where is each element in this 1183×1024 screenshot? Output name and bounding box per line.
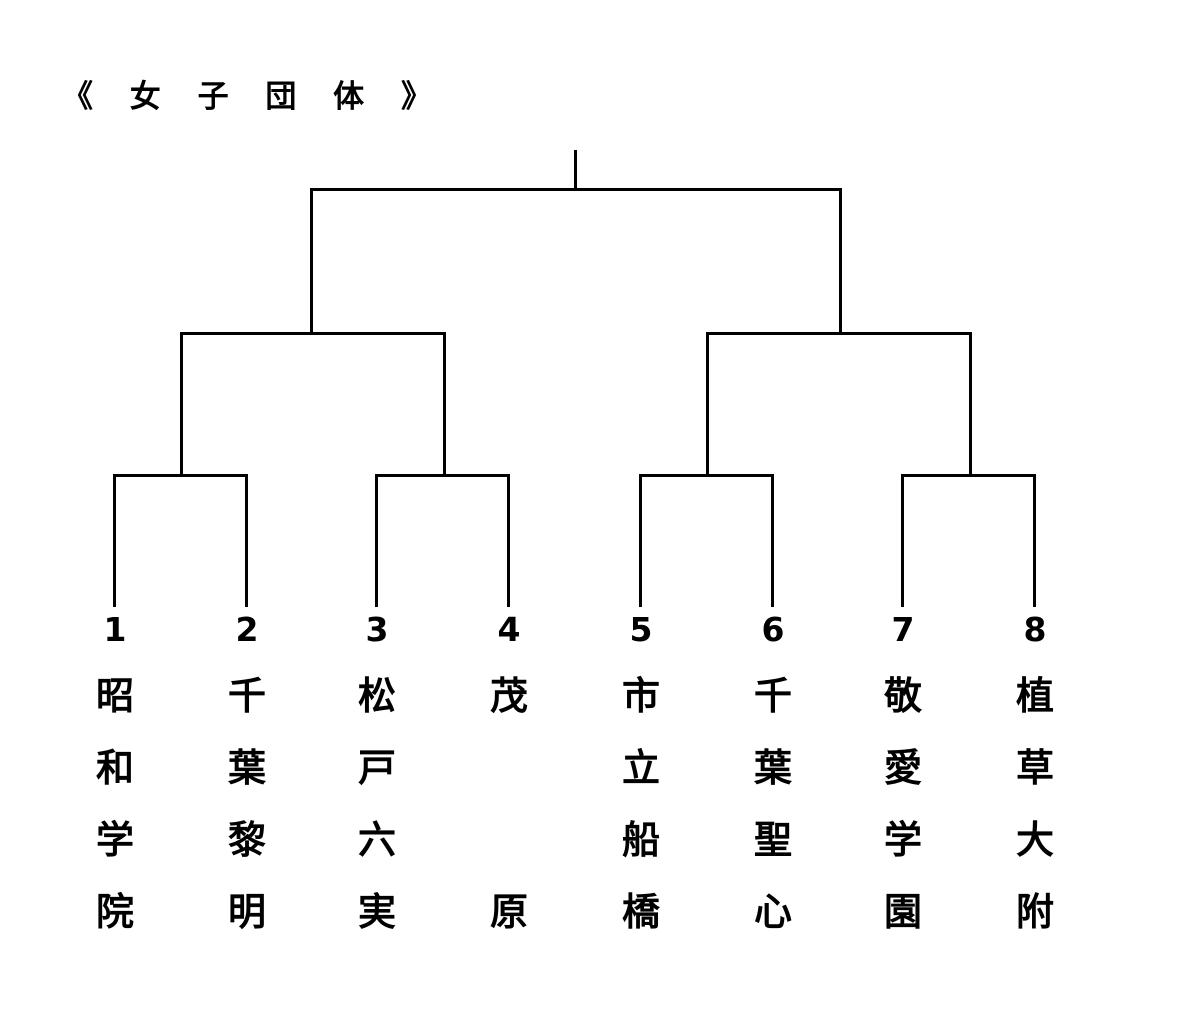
page-title: 《 女 子 団 体 》 [62, 79, 445, 115]
seed-number-2: 2 [235, 610, 259, 649]
final-crossbar [310, 188, 842, 191]
team-name-seed-1: 昭 和 学 院 [85, 660, 145, 948]
team-7-char-2: 愛 [883, 746, 922, 790]
team-8-char-4: 附 [1015, 890, 1054, 934]
semifinal-right-leg-a [706, 332, 709, 477]
team-6-char-3: 聖 [753, 818, 792, 862]
team-4-char-4: 原 [489, 890, 528, 934]
team-2-char-3: 黎 [227, 818, 266, 862]
team-name-seed-2: 千 葉 黎 明 [217, 660, 277, 948]
team-1-char-3: 学 [95, 818, 134, 862]
seed-number-8: 8 [1023, 610, 1047, 649]
team-6-char-2: 葉 [753, 746, 792, 790]
match-2-leg-seed-3 [375, 474, 378, 607]
match-3-leg-seed-6 [771, 474, 774, 607]
team-6-char-4: 心 [753, 890, 792, 934]
team-5-char-2: 立 [621, 746, 660, 790]
team-6-char-1: 千 [753, 674, 792, 718]
team-name-seed-5: 市 立 船 橋 [611, 660, 671, 948]
team-4-char-2 [479, 732, 539, 804]
team-3-char-1: 松 [357, 674, 396, 718]
seed-number-7: 7 [891, 610, 915, 649]
team-8-char-3: 大 [1015, 818, 1054, 862]
match-1-leg-seed-2 [245, 474, 248, 607]
team-3-char-2: 戸 [357, 746, 396, 790]
team-5-char-4: 橋 [621, 890, 660, 934]
seed-number-1: 1 [103, 610, 127, 649]
team-name-seed-4: 茂 原 [479, 660, 539, 948]
semifinal-right-crossbar [706, 332, 972, 335]
seed-number-6: 6 [761, 610, 785, 649]
team-4-char-1: 茂 [489, 674, 528, 718]
team-4-char-3 [479, 804, 539, 876]
team-7-char-4: 園 [883, 890, 922, 934]
match-1-crossbar [113, 474, 248, 477]
semifinal-left-crossbar [180, 332, 446, 335]
team-5-char-1: 市 [621, 674, 660, 718]
match-2-leg-seed-4 [507, 474, 510, 607]
team-3-char-4: 実 [357, 890, 396, 934]
team-name-seed-6: 千 葉 聖 心 [743, 660, 803, 948]
final-right-leg [839, 188, 842, 335]
team-2-char-2: 葉 [227, 746, 266, 790]
team-1-char-4: 院 [95, 890, 134, 934]
final-left-leg [310, 188, 313, 335]
team-2-char-1: 千 [227, 674, 266, 718]
match-3-leg-seed-5 [639, 474, 642, 607]
team-name-seed-8: 植 草 大 附 [1005, 660, 1065, 948]
match-4-leg-seed-8 [1033, 474, 1036, 607]
seed-number-3: 3 [365, 610, 389, 649]
team-1-char-2: 和 [95, 746, 134, 790]
team-1-char-1: 昭 [95, 674, 134, 718]
champion-stem [574, 150, 577, 190]
team-8-char-1: 植 [1015, 674, 1054, 718]
match-4-leg-seed-7 [901, 474, 904, 607]
match-4-crossbar [901, 474, 1036, 477]
team-name-seed-3: 松 戸 六 実 [347, 660, 407, 948]
team-8-char-2: 草 [1015, 746, 1054, 790]
seed-number-4: 4 [497, 610, 521, 649]
team-5-char-3: 船 [621, 818, 660, 862]
team-7-char-1: 敬 [883, 674, 922, 718]
team-2-char-4: 明 [227, 890, 266, 934]
semifinal-right-leg-b [969, 332, 972, 477]
team-3-char-3: 六 [357, 818, 396, 862]
match-2-crossbar [375, 474, 510, 477]
team-name-seed-7: 敬 愛 学 園 [873, 660, 933, 948]
semifinal-left-leg-b [443, 332, 446, 477]
match-1-leg-seed-1 [113, 474, 116, 607]
seed-number-5: 5 [629, 610, 653, 649]
match-3-crossbar [639, 474, 774, 477]
team-7-char-3: 学 [883, 818, 922, 862]
semifinal-left-leg-a [180, 332, 183, 477]
